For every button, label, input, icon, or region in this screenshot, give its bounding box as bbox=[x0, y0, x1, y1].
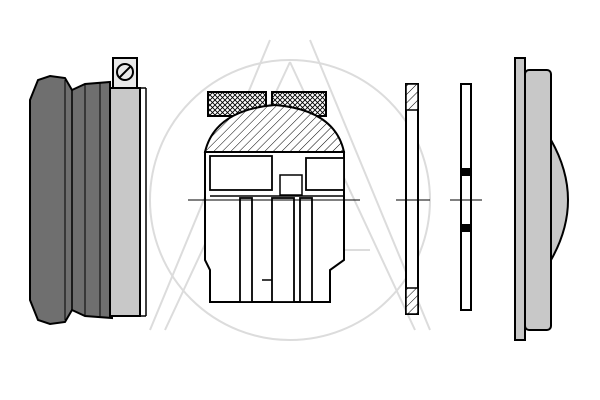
ball-joint-section bbox=[188, 91, 360, 303]
washer-plain bbox=[450, 83, 482, 311]
ball-dome bbox=[203, 103, 346, 167]
bellows-boot bbox=[29, 57, 147, 326]
clamp-ring bbox=[109, 87, 141, 317]
cap-body bbox=[524, 69, 552, 331]
washer-hatched bbox=[396, 83, 430, 315]
cap-dome bbox=[550, 136, 569, 264]
domed-end-cap bbox=[514, 57, 569, 341]
